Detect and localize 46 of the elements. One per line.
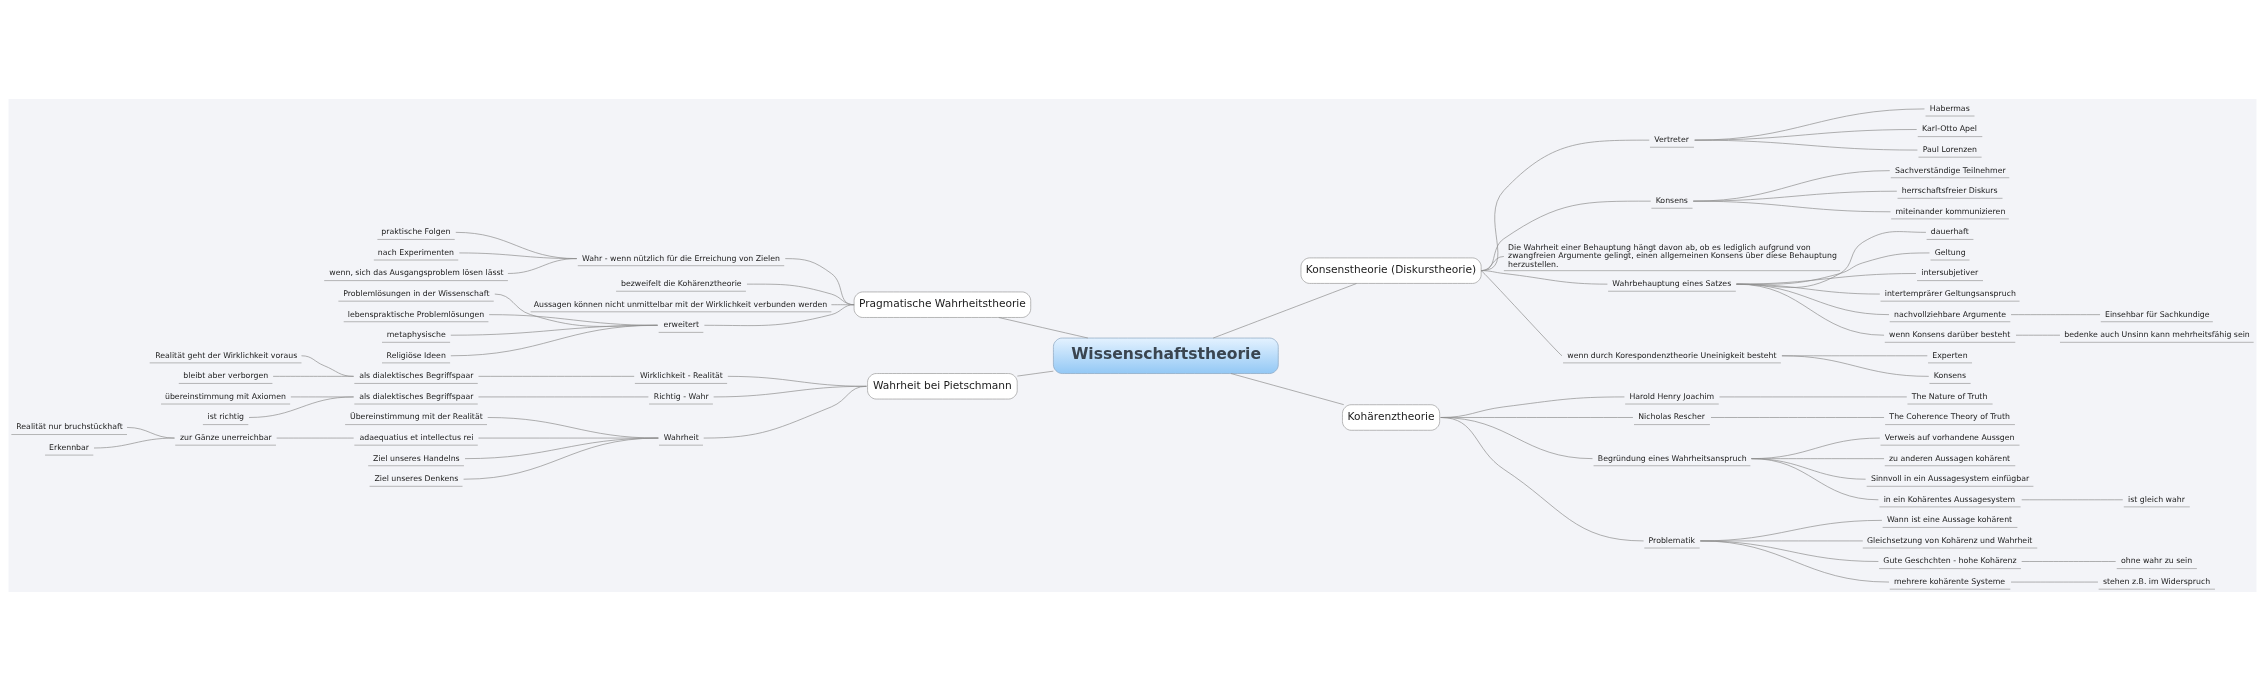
- connector: [1710, 416, 1885, 418]
- connector: [703, 385, 867, 438]
- connector: [2010, 581, 2099, 582]
- connector: [1017, 370, 1054, 376]
- connector: [93, 437, 175, 448]
- connector: [1736, 230, 1927, 288]
- connector: [1694, 108, 1925, 140]
- connector: [1440, 416, 1644, 541]
- connector: [1230, 372, 1345, 405]
- connector: [998, 316, 1089, 338]
- connector: [1751, 457, 1879, 500]
- connector: [1694, 139, 1918, 150]
- connector: [1480, 269, 1563, 356]
- connector: [276, 437, 354, 438]
- connector: [704, 303, 855, 326]
- connector: [1694, 128, 1918, 140]
- connector: [2021, 498, 2124, 500]
- connector: [463, 437, 659, 480]
- connector: [1480, 269, 1608, 284]
- connector: [1692, 190, 1898, 201]
- connector: [126, 426, 175, 438]
- connector: [450, 324, 658, 356]
- node-box: Pragmatische Wahrheitstheorie: [853, 291, 1032, 318]
- connector: [1700, 540, 1890, 582]
- node-box: Wahrheit bei Pietschmann: [867, 372, 1018, 399]
- connector: [2010, 313, 2101, 315]
- connector: [1736, 283, 1885, 336]
- connector: [2015, 334, 2061, 336]
- connector: [1212, 282, 1357, 338]
- connector: [1719, 396, 1908, 397]
- connector: [1781, 354, 1930, 377]
- connector: [507, 257, 578, 274]
- connector: [478, 396, 649, 397]
- connector: [272, 375, 354, 377]
- connector: [1736, 272, 1917, 284]
- connector: [2021, 560, 2116, 562]
- connector: [248, 396, 354, 418]
- node-box: Konsenstheorie (Diskurstheorie): [1300, 257, 1482, 284]
- connector: [1736, 283, 1881, 294]
- connector: [301, 354, 354, 377]
- connector: [1692, 200, 1891, 212]
- connector: [478, 375, 635, 377]
- node-box: Kohärenztheorie: [1342, 403, 1440, 431]
- node-box: Wissenschaftstheorie: [1053, 337, 1279, 374]
- connector: [1736, 252, 1930, 285]
- connector: [1736, 283, 1890, 315]
